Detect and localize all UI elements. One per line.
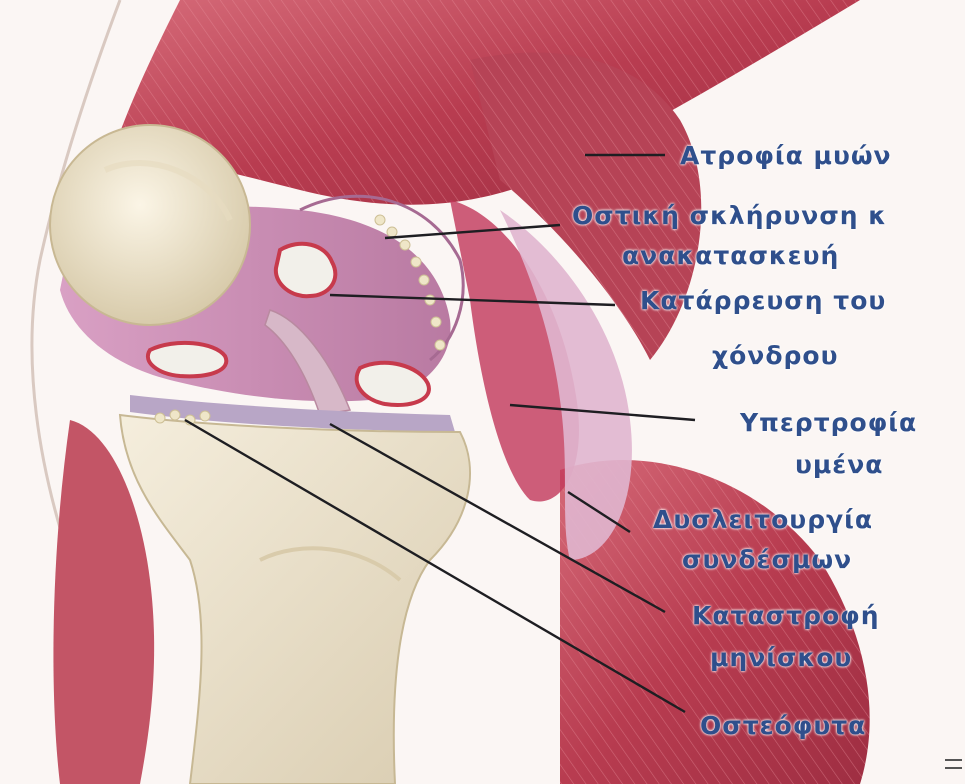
- label-bone-sclerosis-line1: Οστική σκλήρυνση κ: [572, 200, 887, 231]
- label-meniscus-line1: Καταστροφή: [692, 600, 880, 631]
- label-muscle-atrophy: Ατροφία μυών: [680, 140, 892, 171]
- cartilage-lesion-1: [276, 244, 335, 296]
- label-cartilage-line2: χόνδρου: [712, 340, 838, 371]
- label-ligament-line2: συνδέσμων: [682, 544, 852, 575]
- label-ligament-line1: Δυσλειτουργία: [653, 504, 873, 535]
- label-synovium-line1: Υπερτροφία: [740, 407, 917, 438]
- label-bone-sclerosis-line2: ανακατασκευή: [622, 240, 839, 271]
- tibia: [120, 415, 470, 784]
- label-meniscus-line2: μηνίσκου: [710, 642, 852, 673]
- patella: [50, 125, 250, 325]
- cartilage-lesion-2: [148, 343, 226, 376]
- label-osteophytes: Οστεόφυτα: [700, 710, 866, 741]
- label-synovium-line2: υμένα: [795, 449, 883, 480]
- label-cartilage-line1: Κατάρρευση του: [640, 285, 886, 316]
